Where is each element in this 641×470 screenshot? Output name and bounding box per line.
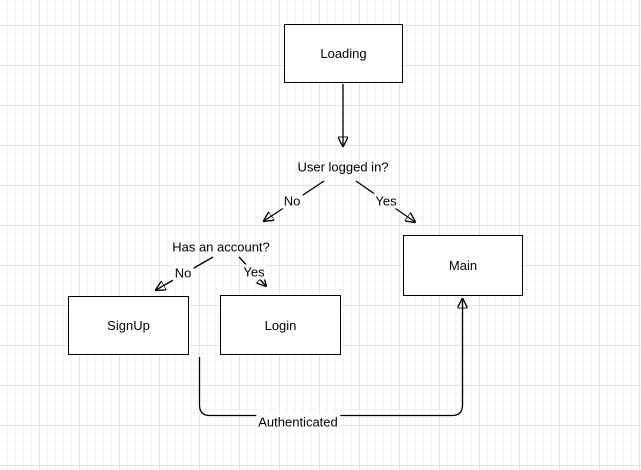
node-login[interactable]: Login bbox=[220, 295, 341, 355]
edge-label-user-logged-in-yes[interactable]: Yes bbox=[373, 193, 399, 209]
decision-has-account[interactable]: Has an account? bbox=[172, 239, 270, 255]
node-loading-label: Loading bbox=[320, 46, 367, 61]
node-signup-label: SignUp bbox=[107, 318, 150, 333]
node-loading[interactable]: Loading bbox=[284, 24, 403, 83]
node-main-label: Main bbox=[448, 258, 478, 273]
decision-user-logged-in[interactable]: User logged in? bbox=[297, 159, 389, 175]
edge-label-has-account-no[interactable]: No bbox=[172, 265, 194, 281]
edge-label-authenticated[interactable]: Authenticated bbox=[256, 414, 340, 430]
node-login-label: Login bbox=[264, 317, 297, 333]
edge-label-has-account-yes[interactable]: Yes bbox=[241, 264, 267, 280]
node-signup[interactable]: SignUp bbox=[68, 296, 189, 355]
node-main[interactable]: Main bbox=[403, 235, 523, 296]
edge-label-user-logged-in-no[interactable]: No bbox=[281, 193, 303, 209]
